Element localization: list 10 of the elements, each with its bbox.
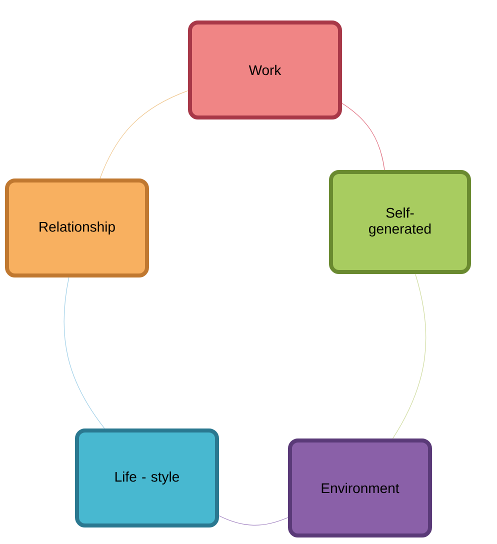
process-box: Self-generated — [329, 170, 471, 274]
connector-arc — [64, 277, 105, 429]
process-box: Environment — [288, 438, 432, 538]
process-box: Life - style — [75, 428, 219, 528]
connector-arc — [342, 102, 385, 170]
connector-arc — [392, 274, 426, 439]
process-box: Relationship — [5, 178, 149, 278]
connector-arc — [100, 90, 188, 179]
connector-arc — [218, 515, 288, 526]
process-box: Work — [188, 20, 342, 120]
